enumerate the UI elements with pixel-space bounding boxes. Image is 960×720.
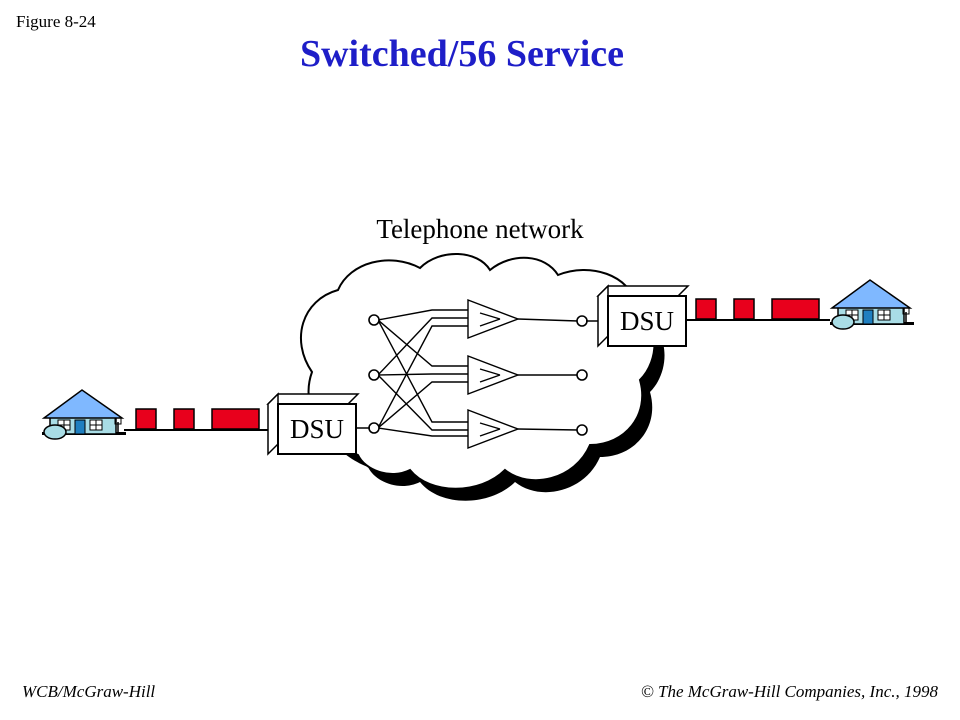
left-data-frames — [135, 408, 260, 430]
dsu-left-label: DSU — [290, 414, 344, 444]
dsu-right-label: DSU — [620, 306, 674, 336]
slide-title: Switched/56 Service — [299, 33, 624, 75]
footer-copyright: © The McGraw-Hill Companies, Inc., 1998 — [640, 682, 938, 701]
figure-label: Figure 8-24 — [16, 12, 96, 31]
right-house-icon — [829, 279, 915, 330]
dsu-right: DSU — [596, 284, 690, 348]
left-house-icon — [41, 389, 127, 440]
dsu-left: DSU — [266, 392, 360, 456]
footer-publisher: WCB/McGraw-Hill — [22, 682, 156, 701]
right-data-frames — [695, 298, 820, 320]
network-label: Telephone network — [376, 214, 584, 244]
switch-fabric — [377, 298, 579, 450]
